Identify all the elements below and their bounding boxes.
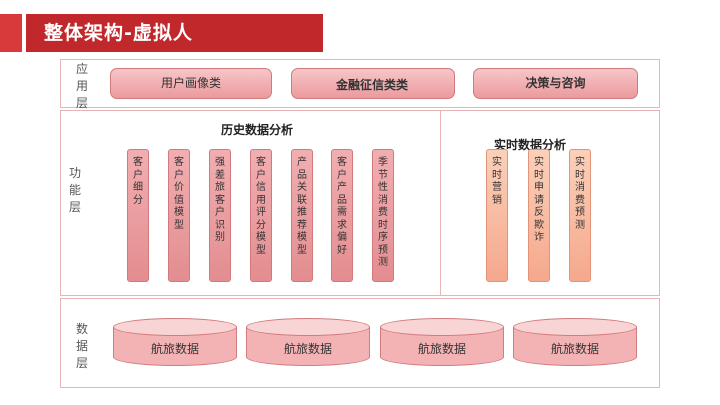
- history-column: 客户产品需求偏好: [331, 149, 353, 282]
- data-cylinder: 航旅数据: [513, 318, 637, 368]
- func-layer-band: [60, 110, 660, 296]
- title-accent: [0, 14, 26, 52]
- history-column: 产品关联推荐模型: [291, 149, 313, 282]
- func-layer-divider: [440, 110, 441, 296]
- app-pill-user-profile: 用户画像类: [110, 68, 272, 99]
- history-column: 客户信用评分模型: [250, 149, 272, 282]
- cylinder-top: [246, 318, 370, 336]
- app-layer-label: 应用层: [75, 62, 88, 110]
- app-pill-credit: 金融征信类类: [291, 68, 455, 99]
- realtime-column: 实时申请反欺诈: [528, 149, 550, 282]
- history-column: 客户价值模型: [168, 149, 190, 282]
- history-column: 强差旅客户识别: [209, 149, 231, 282]
- realtime-column: 实时消费预测: [569, 149, 591, 282]
- data-cylinder: 航旅数据: [113, 318, 237, 368]
- page-title: 整体架构-虚拟人: [44, 22, 193, 44]
- history-column: 客户细分: [127, 149, 149, 282]
- realtime-column: 实时营销: [486, 149, 508, 282]
- data-cylinder: 航旅数据: [380, 318, 504, 368]
- cylinder-top: [113, 318, 237, 336]
- title-bar: 整体架构-虚拟人: [0, 14, 323, 52]
- cylinder-top: [513, 318, 637, 336]
- cylinder-top: [380, 318, 504, 336]
- history-title: 历史数据分析: [221, 123, 294, 137]
- func-layer-label: 功能层: [68, 166, 81, 214]
- app-pill-decision: 决策与咨询: [473, 68, 638, 99]
- data-cylinder: 航旅数据: [246, 318, 370, 368]
- app-pill-credit-label: 金融征信类类: [336, 78, 409, 92]
- history-column: 季节性消费时序预测: [372, 149, 394, 282]
- realtime-title: 实时数据分析: [494, 138, 567, 152]
- data-layer-label: 数据层: [75, 322, 88, 370]
